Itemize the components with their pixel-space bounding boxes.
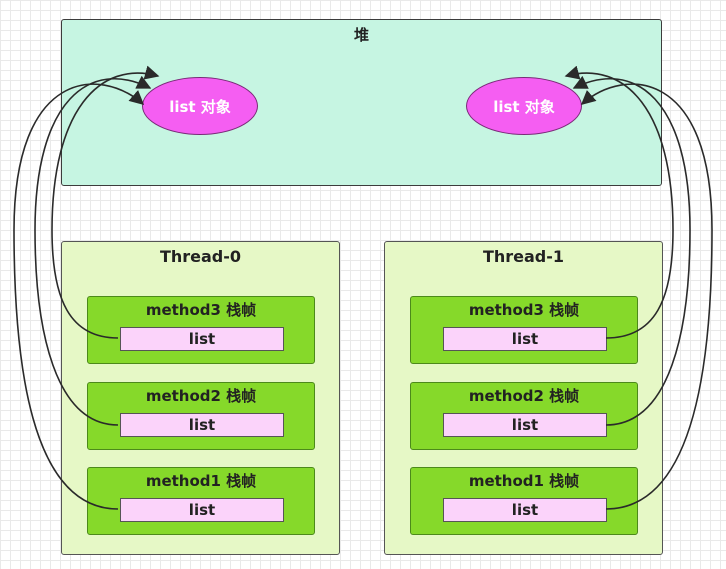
frame-title: method3 栈帧	[468, 301, 580, 319]
thread-0-box: Thread-0 method3 栈帧 list method2 栈帧 list…	[61, 241, 340, 555]
frame-list-slot: list	[443, 498, 607, 522]
thread-0-frame-method1: method1 栈帧 list	[87, 467, 315, 535]
frame-title: method2 栈帧	[145, 387, 257, 405]
frame-title: method3 栈帧	[145, 301, 257, 319]
thread-1-box: Thread-1 method3 栈帧 list method2 栈帧 list…	[384, 241, 663, 555]
thread-1-frame-method1: method1 栈帧 list	[410, 467, 638, 535]
frame-list-slot: list	[443, 413, 607, 437]
frame-title: method2 栈帧	[468, 387, 580, 405]
frame-list-slot: list	[443, 327, 607, 351]
frame-title: method1 栈帧	[468, 472, 580, 490]
heap-title: 堆	[353, 26, 369, 44]
thread-0-frame-method2: method2 栈帧 list	[87, 382, 315, 450]
thread-0-title: Thread-0	[159, 247, 242, 266]
heap-box: 堆 list 对象 list 对象	[61, 19, 662, 186]
thread-1-frame-method2: method2 栈帧 list	[410, 382, 638, 450]
heap-object-right: list 对象	[466, 77, 582, 135]
heap-object-left: list 对象	[142, 77, 258, 135]
thread-0-frame-method3: method3 栈帧 list	[87, 296, 315, 364]
frame-list-slot: list	[120, 413, 284, 437]
frame-title: method1 栈帧	[145, 472, 257, 490]
thread-1-title: Thread-1	[482, 247, 565, 266]
frame-list-slot: list	[120, 498, 284, 522]
thread-1-frame-method3: method3 栈帧 list	[410, 296, 638, 364]
frame-list-slot: list	[120, 327, 284, 351]
